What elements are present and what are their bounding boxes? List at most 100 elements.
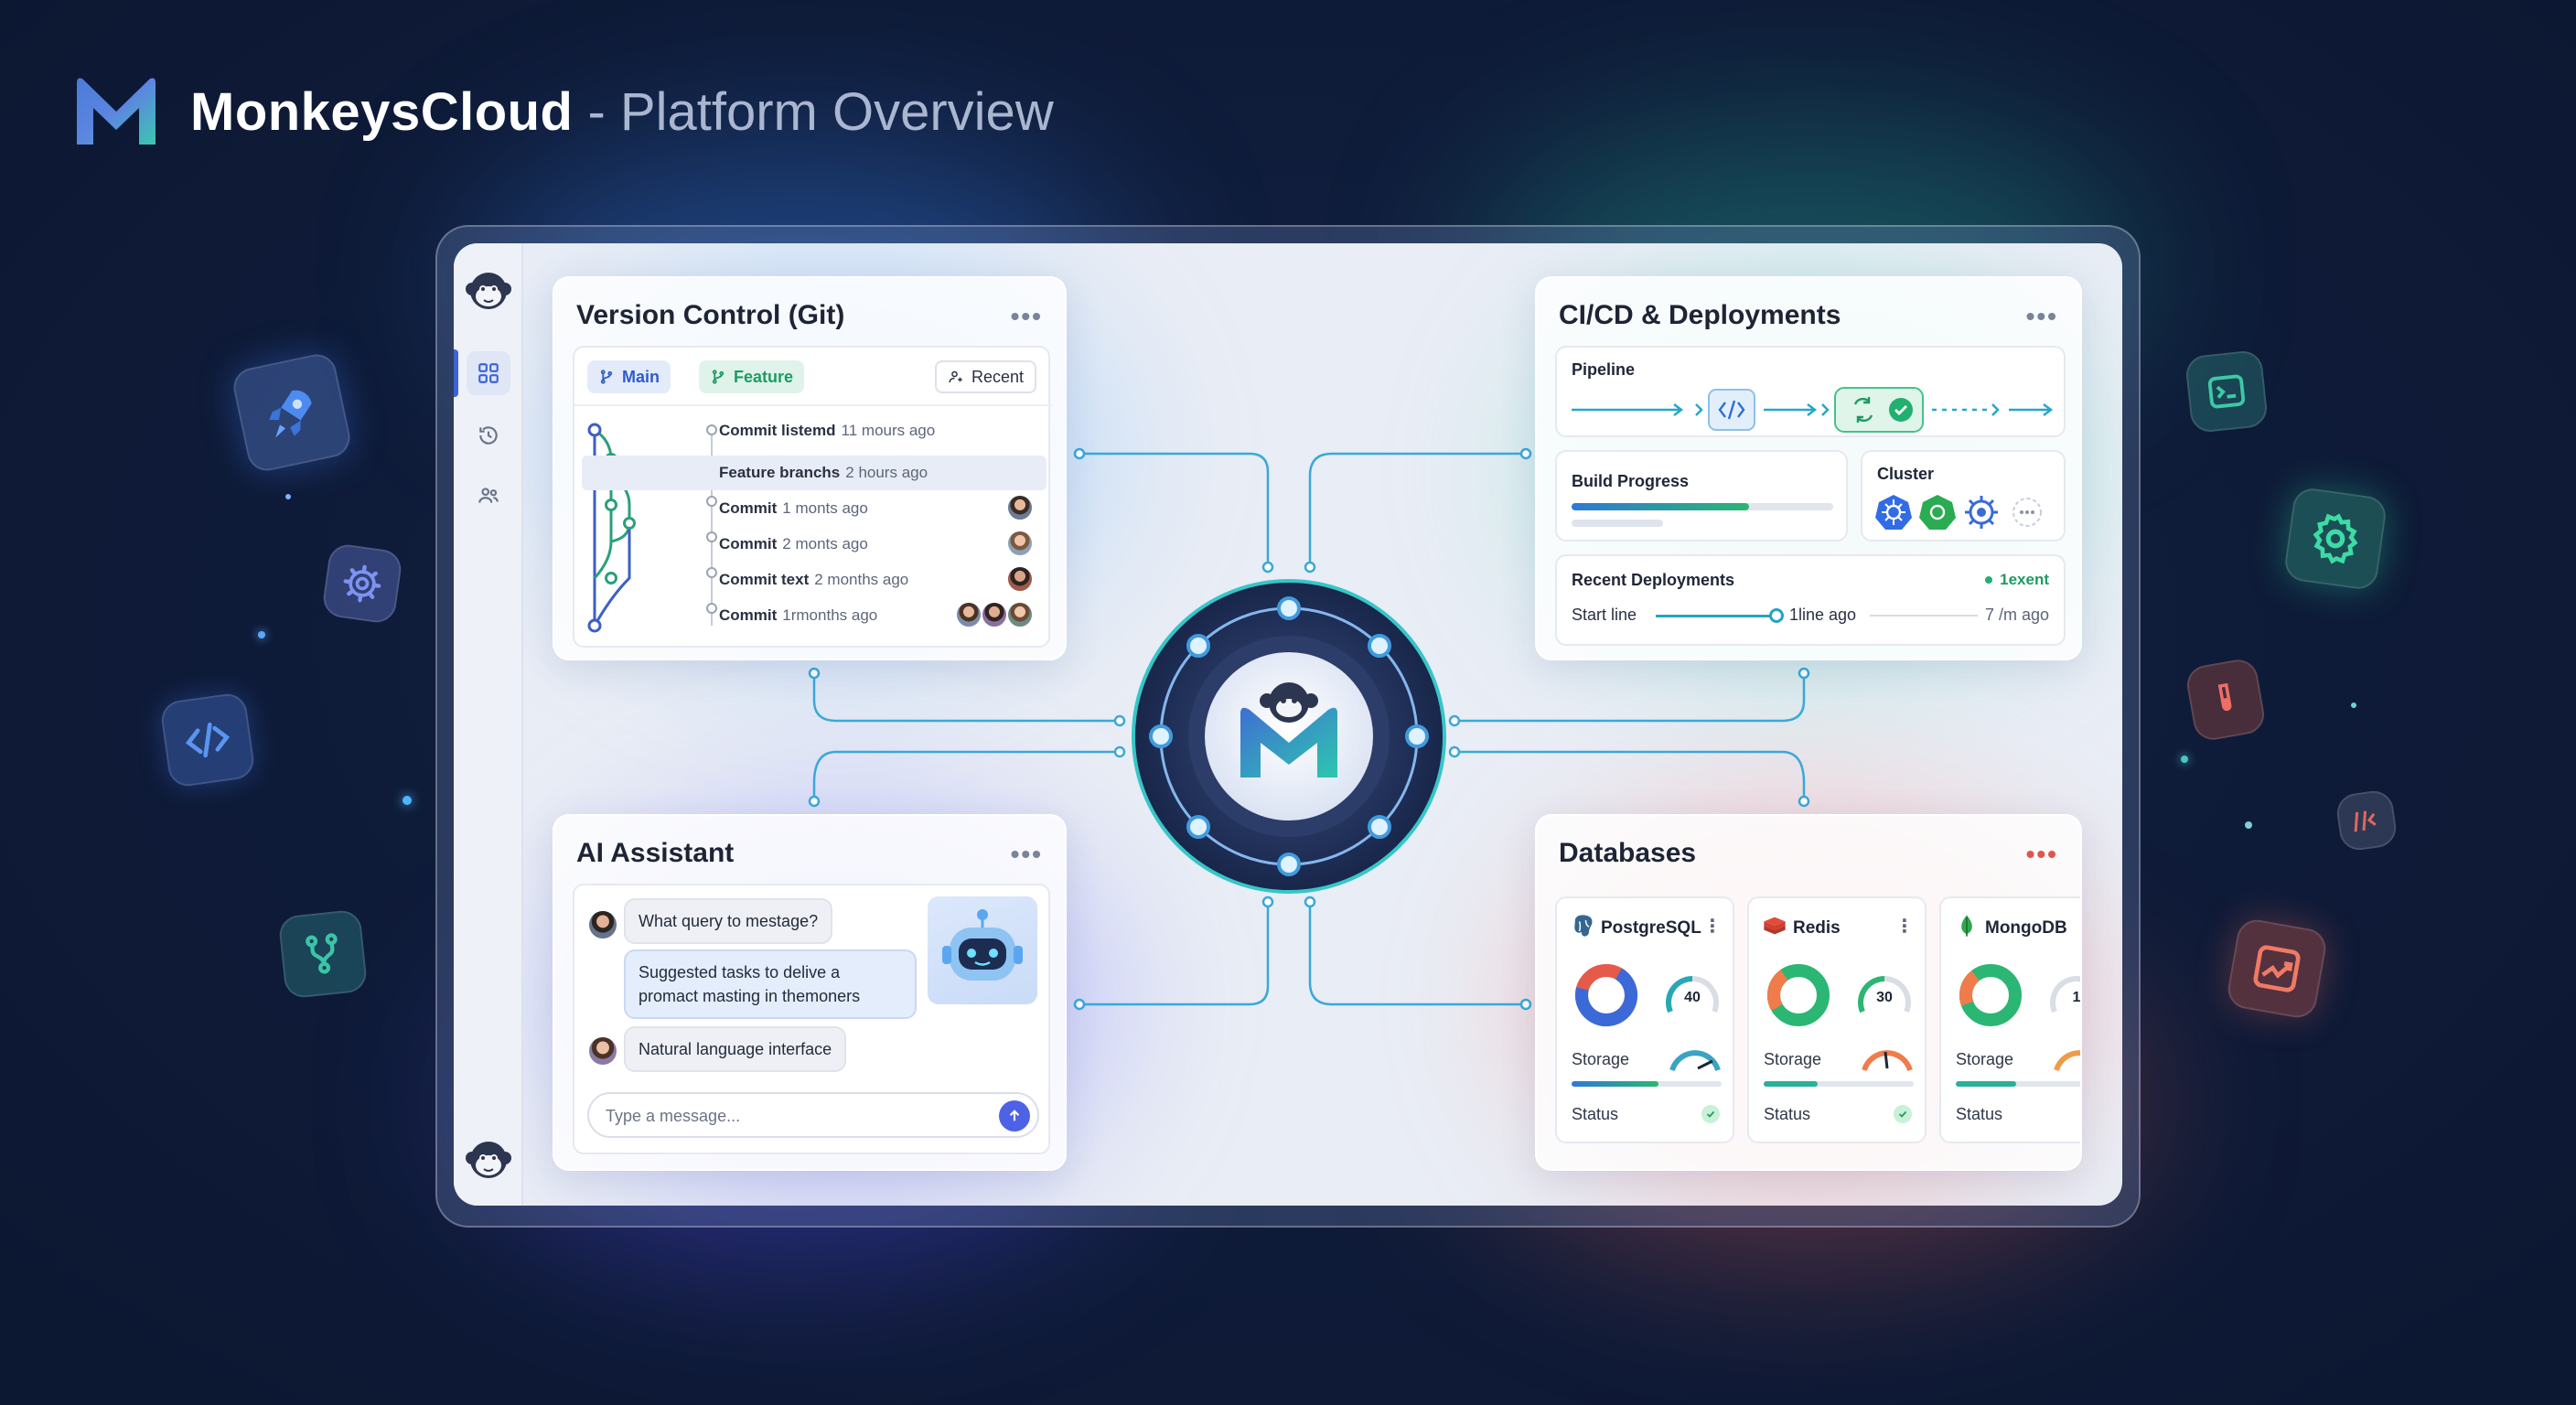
commit-time: 11 mours ago [841, 422, 936, 439]
rocket-tile [230, 350, 354, 475]
commit-time: 2 hours ago [845, 464, 928, 481]
branch-icon [600, 370, 613, 384]
ai-bot-tile [928, 896, 1037, 1004]
db-card-redis[interactable]: Redis ⋮ 30 Storage Status [1747, 896, 1927, 1143]
author-avatar[interactable] [1006, 530, 1034, 557]
recent-deployments-panel: Recent Deployments 1exent Start line 1li… [1555, 554, 2066, 646]
gear-tile [2282, 486, 2388, 592]
db-gauge-value: 1 [2073, 990, 2081, 1005]
author-avatar[interactable] [1006, 601, 1034, 628]
code-icon [185, 722, 231, 758]
gear-icon [2313, 513, 2358, 564]
cluster-label: Cluster [1877, 465, 1935, 483]
commit-graph [587, 423, 717, 633]
timeline-handle[interactable] [1769, 608, 1784, 623]
storage-track [1764, 1081, 1914, 1087]
test-tube-icon [2217, 682, 2232, 712]
db-storage-label: Storage [1956, 1050, 2014, 1068]
sidebar-item-team[interactable] [467, 474, 510, 518]
chat-message-assistant: Suggested tasks to delive a promact mast… [624, 949, 917, 1019]
settings-tile [320, 542, 404, 626]
db-menu-button[interactable]: ⋮ [1703, 917, 1722, 937]
monkey-user-icon[interactable] [465, 1136, 512, 1184]
timeline-mid-label: 1line ago [1789, 606, 1857, 624]
monkey-avatar-icon[interactable] [465, 267, 512, 315]
robot-icon [942, 909, 1023, 981]
author-avatar[interactable] [955, 601, 982, 628]
branch-chip-main[interactable]: Main [587, 360, 671, 393]
databases-card: Databases ••• PostgreSQL ⋮ 40 Storage St… [1535, 814, 2082, 1171]
divider [574, 404, 1052, 406]
page-subtitle: - Platform Overview [587, 81, 1054, 142]
commit-message: Commit [719, 606, 778, 624]
start-line-label: Start line [1572, 606, 1637, 624]
storage-track [1956, 1081, 2080, 1087]
rocket-icon [269, 390, 312, 438]
db-name: Redis [1793, 918, 1841, 938]
db-card-postgresql[interactable]: PostgreSQL ⋮ 40 Storage Status [1555, 896, 1734, 1143]
databases-more-button[interactable]: ••• [2025, 840, 2058, 868]
status-ok-icon [1894, 1105, 1912, 1123]
author-avatar[interactable] [1006, 565, 1034, 593]
build-progress-fill [1572, 503, 1750, 510]
test-tile [2184, 656, 2268, 744]
branch-main-label: Main [622, 367, 660, 386]
ai-assistant-card: AI Assistant ••• What query to mestage? … [553, 814, 1067, 1171]
recent-filter-button[interactable]: Recent [935, 360, 1037, 393]
message-input[interactable]: Type a message... [606, 1107, 741, 1125]
monkeyscloud-logo-icon [77, 78, 156, 145]
ai-more-button[interactable]: ••• [1010, 840, 1043, 868]
storage-fill [1764, 1081, 1819, 1087]
db-card-mongodb[interactable]: MongoDB 1 Storage Status [1939, 896, 2081, 1143]
message-input-box[interactable]: Type a message... [587, 1092, 1039, 1138]
team-icon [478, 488, 499, 503]
chart-trend-icon [2253, 945, 2301, 992]
settings-icon [343, 564, 381, 603]
redis-icon [1764, 917, 1786, 935]
regex-icon [2354, 810, 2377, 832]
author-avatar[interactable] [1006, 494, 1034, 521]
history-icon [479, 426, 498, 445]
brand-name: MonkeysCloud [190, 81, 574, 142]
cicd-card-title: CI/CD & Deployments [1559, 300, 1841, 330]
commit-time: 2 months ago [814, 571, 909, 588]
connector-lines [808, 447, 1810, 1011]
db-status-label: Status [1764, 1105, 1811, 1123]
regex-tile [2334, 788, 2399, 853]
chat-message-user: What query to mestage? [624, 898, 833, 944]
timeline-rest [1870, 615, 1978, 617]
send-button[interactable] [999, 1100, 1030, 1132]
recent-label: Recent [971, 367, 1025, 386]
git-more-button[interactable]: ••• [1010, 302, 1043, 330]
branch-feature-label: Feature [734, 367, 794, 386]
git-card: Version Control (Git) ••• Main Feature R… [553, 276, 1067, 660]
sidebar-item-history[interactable] [467, 413, 510, 457]
db-gauge-value: 40 [1684, 990, 1701, 1005]
branch-chip-feature[interactable]: Feature [699, 360, 805, 393]
db-status-label: Status [1572, 1105, 1619, 1123]
cicd-more-button[interactable]: ••• [2025, 302, 2058, 330]
db-metrics: 30 [1767, 964, 1913, 1071]
arrow-up-icon [1009, 1110, 1020, 1121]
pipeline-panel: Pipeline [1555, 346, 2066, 437]
db-menu-button[interactable]: ⋮ [1895, 917, 1914, 937]
author-avatar[interactable] [981, 601, 1008, 628]
pipeline-flow [1572, 387, 2054, 433]
node-blue-icon [1965, 496, 1998, 529]
sparkle-dot [2181, 756, 2188, 763]
branch-icon [712, 370, 724, 384]
build-progress-panel: Build Progress [1555, 450, 1848, 542]
sidebar-item-dashboard[interactable] [467, 351, 510, 395]
postgresql-icon [1574, 915, 1593, 937]
user-avatar [587, 909, 618, 940]
commit-time: 1rmonths ago [782, 606, 878, 624]
databases-card-title: Databases [1559, 838, 1697, 868]
node-green-icon [1919, 495, 1956, 530]
page-header: MonkeysCloud- Platform Overview [73, 66, 1054, 157]
